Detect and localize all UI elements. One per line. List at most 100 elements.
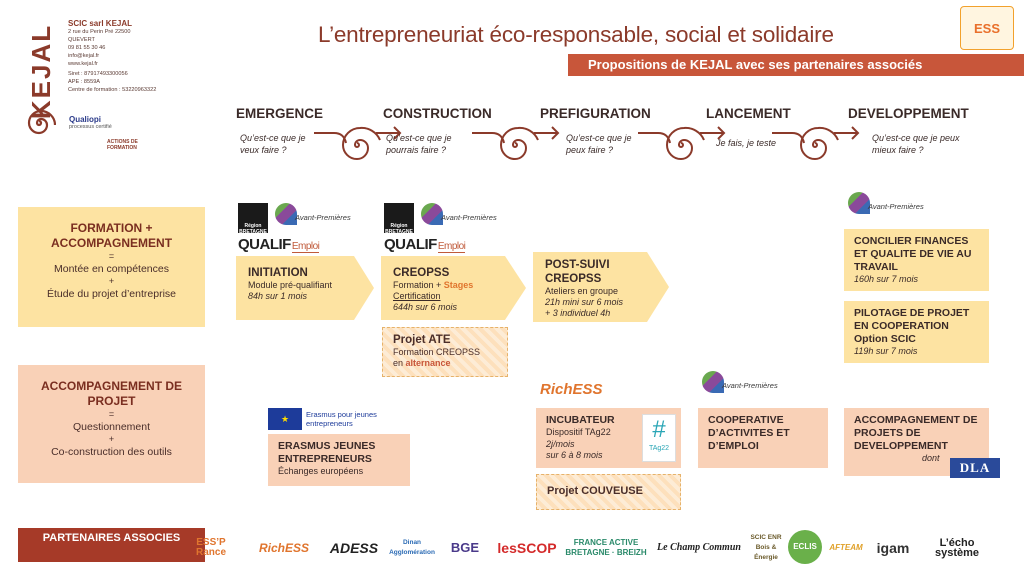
company-web: www.kejal.fr [68, 61, 98, 67]
stage-emergence-question: Qu’est-ce que je veux faire ? [240, 133, 306, 155]
tag22-logo: # TAg22 [642, 414, 676, 462]
devprojets-dont: dont [922, 453, 940, 463]
partner-richess-logo: RichESS [258, 541, 309, 555]
qualif-emploi-logo: QUALIFEmploi [384, 236, 466, 253]
actions-formation-label: ACTIONS DE FORMATION [107, 139, 138, 151]
devprojets-title: ACCOMPAGNEMENT DE PROJETS DE DEVELOPPEME… [854, 414, 978, 452]
company-name: SCIC sarl KEJAL [68, 19, 133, 28]
cae-box: COOPERATIVE D’ACTIVITES ET D’EMPLOI [698, 408, 828, 468]
stage-developpement-question: Qu’est-ce que je peux mieux faire ? [872, 133, 960, 155]
stage-developpement-title: DEVELOPPEMENT [848, 106, 969, 121]
accompagnement-projet-box: ACCOMPAGNEMENT DE PROJET = Questionnemen… [18, 365, 205, 483]
partner-echosysteme-logo: L’écho système [934, 537, 980, 559]
richess-logo: RichESS [540, 381, 603, 398]
avant-premieres-logo: Avant-Premières [702, 371, 778, 399]
initiation-duration: 84h sur 1 mois [248, 291, 308, 301]
ate-title: Projet ATE [393, 334, 451, 346]
formation-line1: Montée en compétences [54, 263, 169, 275]
partners-label: PARTENAIRES ASSOCIES [18, 528, 205, 562]
postsuivi-title: POST-SUIVI CREOPSS [545, 259, 610, 285]
postsuivi-line2: 21h mini sur 6 mois [545, 297, 624, 307]
partner-champcommun-logo: Le Champ Commun [657, 542, 741, 553]
accompagnement-title: ACCOMPAGNEMENT DE PROJET [40, 379, 183, 408]
page-subtitle: Propositions de KEJAL avec ses partenair… [568, 54, 1024, 76]
incubateur-line2: 2j/mois [546, 438, 575, 449]
couveuse-title: Projet COUVEUSE [547, 485, 643, 497]
creopss-title: CREOPSS [393, 267, 450, 279]
erasmus-title: ERASMUS JEUNES ENTREPRENEURS [278, 440, 376, 465]
company-ape: APE : 8559A [68, 79, 101, 85]
formation-line2: Étude du projet d’entreprise [47, 288, 176, 300]
initiation-box: INITIATION Module pré-qualifiant 84h sur… [236, 256, 374, 320]
pilotage-title: PILOTAGE DE PROJET EN COOPERATION Option… [854, 307, 970, 345]
partner-bge-logo: BGE [450, 540, 480, 555]
arrow-shape [236, 256, 374, 320]
postsuivi-box: POST-SUIVI CREOPSS Ateliers en groupe 21… [533, 252, 669, 322]
kejal-spiral-icon [27, 109, 56, 135]
projet-ate-box: Projet ATE Formation CREOPSS en alternan… [382, 327, 508, 377]
cae-title: COOPERATIVE D’ACTIVITES ET D’EMPLOI [708, 414, 790, 452]
dla-logo: DLA [950, 458, 1000, 478]
plus-sign: + [108, 276, 115, 286]
stage-lancement-title: LANCEMENT [706, 106, 791, 121]
company-siret: Siret : 87917493300056 [68, 71, 128, 77]
initiation-line1: Module pré-qualifiant [248, 280, 333, 290]
postsuivi-line1: Ateliers en groupe [545, 286, 619, 296]
erasmus-logo: ★ Erasmus pour jeunes entrepreneurs [268, 408, 388, 430]
partner-lesscop-logo: lesSCOP [497, 540, 557, 556]
arrow-shape [533, 252, 669, 322]
ate-line1: Formation CREOPSS [393, 347, 481, 357]
concilier-title: CONCILIER FINANCES ET QUALITE DE VIE AU … [854, 235, 972, 273]
creopss-box: CREOPSS Formation + Stages Certification… [381, 256, 526, 320]
accompagnement-line2: Co-construction des outils [51, 446, 172, 458]
concilier-duration: 160h sur 7 mois [854, 274, 919, 284]
arrow-shape [381, 256, 526, 320]
ate-en: en [393, 358, 406, 368]
erasmus-line1: Échanges européens [278, 466, 364, 476]
pilotage-box: PILOTAGE DE PROJET EN COOPERATION Option… [844, 301, 989, 363]
partner-eclis-logo: ECLIS [788, 530, 822, 564]
stage-prefiguration-title: PREFIGURATION [540, 106, 651, 121]
spiral-arrow-icon [638, 126, 726, 161]
avant-premieres-logo: Avant-Premières [275, 203, 351, 231]
spiral-arrow-icon [772, 126, 860, 161]
stage-emergence-title: EMERGENCE [236, 106, 324, 121]
creopss-certification: Certification [393, 291, 441, 301]
avant-premieres-logo: Avant-Premières [848, 192, 924, 220]
formation-title: FORMATION + ACCOMPAGNEMENT [50, 221, 173, 250]
qualif-emploi-logo: QUALIFEmploi [238, 236, 320, 253]
stage-construction-title: CONSTRUCTION [383, 106, 492, 121]
initiation-title: INITIATION [248, 267, 308, 279]
company-info: SCIC sarl KEJAL 2 rue du Perin Pré 22500… [68, 20, 158, 94]
company-email: info@kejal.fr [68, 53, 100, 59]
stage-prefiguration-question: Qu’est-ce que je peux faire ? [566, 133, 632, 155]
couveuse-box: Projet COUVEUSE [536, 474, 681, 510]
creopss-stages: Stages [443, 280, 474, 290]
page-title: L’entrepreneuriat éco-responsable, socia… [318, 22, 834, 47]
erasmus-box: ERASMUS JEUNES ENTREPRENEURS Échanges eu… [268, 434, 410, 486]
partner-afteam-logo: AFTEAM [829, 543, 863, 552]
partner-igam-logo: igam [876, 540, 910, 556]
incubateur-title: INCUBATEUR [546, 414, 615, 426]
avant-premieres-logo: Avant-Premières [421, 203, 497, 231]
postsuivi-line3: + 3 individuel 4h [545, 308, 611, 318]
concilier-box: CONCILIER FINANCES ET QUALITE DE VIE AU … [844, 229, 989, 291]
incubateur-line1: Dispositif TAg22 [546, 427, 611, 437]
partner-esspr-logo: ESS’P Rance [195, 537, 226, 558]
stage-lancement-question: Je fais, je teste [716, 138, 777, 148]
partner-dinan-logo: Dinan Agglomération [389, 539, 435, 556]
hash-icon: # [652, 416, 666, 443]
eu-flag-icon: ★ [268, 408, 302, 430]
stage-construction-question: Qu’est-ce que je pourrais faire ? [386, 133, 452, 155]
plus-sign: + [108, 434, 115, 444]
spiral-arrow-icon [314, 126, 402, 161]
partner-franceactive-logo: FRANCE ACTIVE BRETAGNE · BREIZH [565, 538, 647, 557]
equals-sign: = [108, 409, 115, 419]
creopss-formation: Formation + [393, 280, 444, 290]
company-formation: Centre de formation : 53220963322 [68, 87, 157, 93]
company-address: 2 rue du Perin Pré 22500 QUEVERT [68, 29, 131, 43]
creopss-duration: 644h sur 6 mois [393, 302, 458, 312]
accompagnement-line1: Questionnement [72, 421, 151, 433]
ess-logo: ESS [960, 6, 1014, 50]
partner-adess-logo: ADESS [329, 540, 379, 556]
